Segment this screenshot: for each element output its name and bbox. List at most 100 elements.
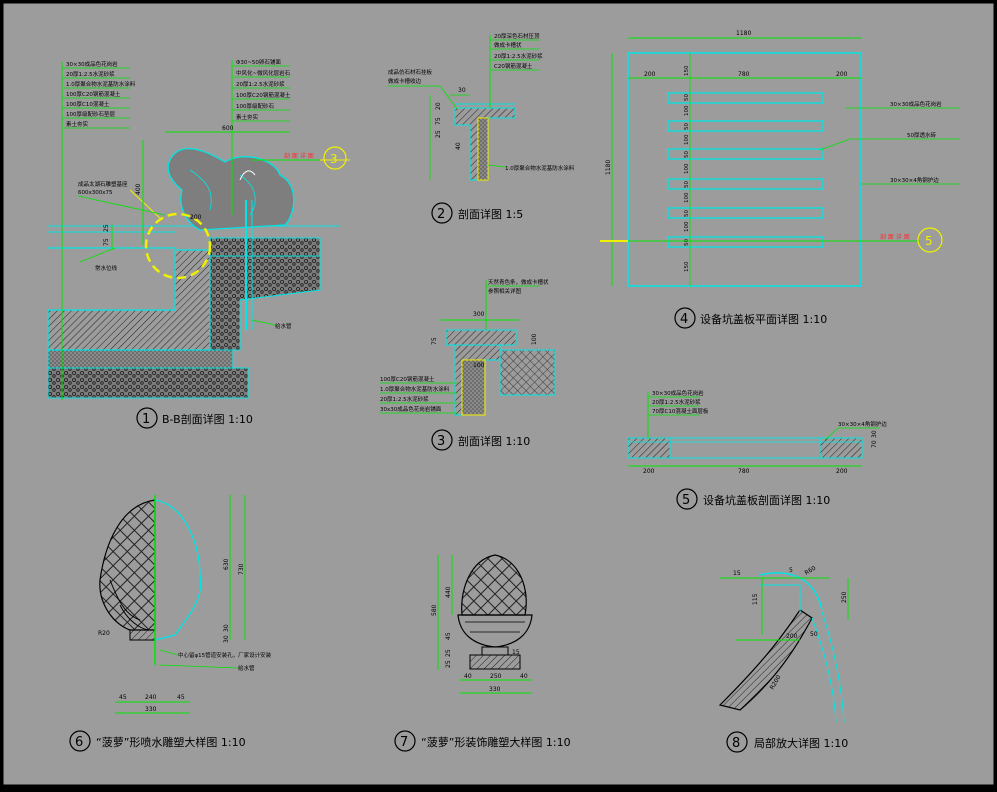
d5-dim-70: 70 [871,440,878,448]
d1-right-note: 20厚1:2.5水泥砂浆 [236,80,285,88]
d4-row-dim: 50 [684,210,690,217]
d6-dim-330: 330 [145,706,157,713]
d1-pipe-label: 给水管 [275,322,292,330]
d7-dim-25a: 25 [445,649,452,657]
d6-pineapple-body [99,499,156,631]
d1-right-note: 100厚级配砂石 [236,102,274,110]
d4-title-num: 4 [680,312,688,327]
d7-dim-45: 45 [445,632,452,640]
d1-right-note: 中风化~微风化层岩石 [236,69,291,77]
d8-dim-15: 15 [733,570,741,577]
d7-dim-25b: 25 [445,660,452,668]
d2-title-num: 2 [437,207,445,222]
d4-title: 设备坑盖板平面详图 1:10 [700,312,827,326]
d1-title: B-B剖面详图 1:10 [162,412,253,426]
d2-dim-75: 75 [435,117,442,125]
d1-dim-25: 25 [103,224,110,232]
d4-row-dim: 150 [684,65,690,76]
d5-dim-780: 780 [738,468,750,475]
d6-dim-45r: 45 [177,694,185,701]
d4-row-dim: 100 [684,105,690,116]
d4-slots [667,92,824,248]
d2-note-left: 成品仿石材石挂板 [388,68,433,76]
d8-title-bubble [726,731,748,753]
d2-note-left: 做成卡槽收边 [388,77,422,85]
d1-base-size: 600x300x75 [78,190,113,196]
d3-dim-100b: 100 [531,333,538,345]
d7-base [469,654,521,670]
d1-left-notes: 30×30成品色花岗岩 20厚1:2.5水泥砂浆 1.0厚聚合物水泥基防水涂料 … [66,60,136,128]
d1-title-bubble [136,407,158,429]
d2-dim-25: 25 [435,130,442,138]
d3-cap [445,329,517,346]
d1-rock-sculpture [167,148,295,231]
d7-title: “菠萝”形装饰雕塑大样图 1:10 [421,735,571,749]
d1-left-note: 30×30成品色花岗岩 [66,60,118,68]
d2-title-bubble [431,202,453,224]
detail-8-enlarged: 15 115 200 50 250 R200 R60 5 8 局部放大详图 1:… [718,565,849,753]
d7-dim-40l: 40 [464,673,472,680]
d4-row-dim: 50 [684,181,690,188]
d4-cover-outline [627,52,862,287]
d4-ref-bubble [917,227,943,253]
detail-1-bb-section: 30×30成品色花岗岩 20厚1:2.5水泥砂浆 1.0厚聚合物水泥基防水涂料 … [47,58,350,429]
detail-2-section: 20厚深色石材压顶 做成卡槽状 20厚1:2.5水泥砂浆 C20钢筋混凝土 成品… [388,32,575,224]
d5-dim-200l: 200 [643,468,655,475]
d6-dim-730: 730 [238,563,245,575]
d8-dim-115: 115 [752,593,759,605]
d6-dim-30a: 30 [223,624,230,632]
d4-row-dim: 100 [684,221,690,232]
d3-note-top: 天然青色条，做成卡槽状 [488,278,549,286]
d8-curved-shell [718,609,813,711]
d7-dim-440: 440 [445,586,452,598]
d4-row-dim: 50 [684,123,690,130]
d7-dim-15: 15 [512,649,520,656]
d1-foundation-gravel [47,367,249,399]
d4-row-dim: 50 [684,151,690,158]
d3-title: 剖面详图 1:10 [458,434,530,448]
d1-dim-200: 200 [190,214,202,221]
d1-dim-75: 75 [103,238,110,246]
d6-dim-630: 630 [223,558,230,570]
d3-title-num: 3 [437,434,445,449]
d6-r20: R20 [98,630,110,637]
d2-note-right: 20厚1:2.5水泥砂浆 [494,52,543,60]
d2-note-right: C20钢筋混凝土 [494,62,533,70]
d4-dim-1180: 1180 [736,30,751,37]
d8-title: 局部放大详图 1:10 [754,736,848,750]
d6-note-hole: 中心留φ15管道安装孔，厂家设计安装 [178,651,272,659]
d3-note-top: 参照相关详图 [488,287,522,295]
d3-note: 20厚1:2.5水泥砂浆 [380,395,429,403]
d6-dim-45l: 45 [119,694,127,701]
d6-title-num: 6 [75,735,83,750]
d1-waterline-label: 常水位线 [95,264,118,272]
d4-row-dim: 100 [684,192,690,203]
d5-note: 30×30成品色花岗岩 [652,389,704,397]
d1-left-note: 20厚1:2.5水泥砂浆 [66,70,115,78]
d7-dim-580: 580 [431,604,438,616]
d2-note-top: 做成卡槽状 [494,41,522,49]
d7-dim-40r: 40 [520,673,528,680]
d4-dim-200r: 200 [836,71,848,78]
d5-title-bubble [676,488,698,510]
d1-right-note: Φ30~50卵石铺面 [236,58,281,66]
d1-ref-label: 剖 面 详 图 [284,152,314,160]
d5-dim-30: 30 [871,430,878,438]
d6-note-pipe: 给水管 [238,664,255,672]
d1-dim-400: 400 [135,183,142,195]
d3-note: 100厚C20钢筋混凝土 [380,375,435,383]
d4-row-dim: 50 [684,239,690,246]
d7-title-bubble [394,730,416,752]
d1-right-notes: Φ30~50卵石铺面 中风化~微风化层岩石 20厚1:2.5水泥砂浆 100厚C… [236,58,291,121]
d4-dim-side: 1180 [605,160,612,175]
d2-dim-40: 40 [455,142,462,150]
d1-left-note: 素土夯实 [66,120,89,128]
detail-7-pineapple-decoration: 580 440 45 25 25 15 40 250 40 330 7 “菠萝”… [394,554,571,752]
d1-title-num: 1 [142,412,150,427]
d8-dim-250: 250 [841,591,848,603]
d3-paving [499,349,556,396]
d3-title-bubble [431,429,453,451]
d6-dim-30b: 30 [223,635,230,643]
d1-pebble-bed [209,237,321,257]
